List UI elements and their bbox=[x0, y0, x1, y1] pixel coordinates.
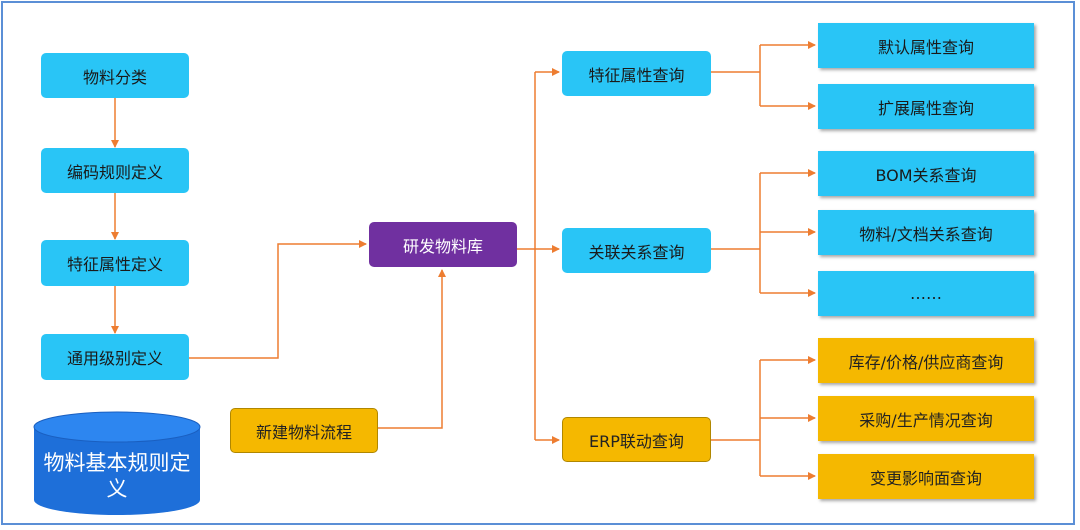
node-feature-attr-def: 特征属性定义 bbox=[41, 240, 189, 286]
node-default-attr-query: 默认属性查询 bbox=[818, 23, 1034, 68]
node-general-level-def: 通用级别定义 bbox=[41, 334, 189, 380]
arrow-level-to-center bbox=[189, 240, 367, 359]
node-ellipsis: …… bbox=[818, 271, 1034, 316]
node-purchase-production-query: 采购/生产情况查询 bbox=[818, 396, 1034, 441]
node-bom-relation-query: BOM关系查询 bbox=[818, 151, 1034, 196]
node-relation-query: 关联关系查询 bbox=[562, 228, 711, 273]
database-label: 物料基本规则定义 bbox=[43, 451, 191, 501]
arrow-flow-to-center bbox=[378, 269, 446, 429]
node-material-category: 物料分类 bbox=[41, 53, 189, 98]
node-extended-attr-query: 扩展属性查询 bbox=[818, 84, 1034, 129]
node-material-doc-relation-query: 物料/文档关系查询 bbox=[818, 210, 1034, 255]
node-feature-attr-query: 特征属性查询 bbox=[562, 51, 711, 96]
node-rd-material-library: 研发物料库 bbox=[369, 222, 517, 267]
node-erp-query: ERP联动查询 bbox=[562, 417, 711, 462]
database-cylinder-icon bbox=[33, 411, 201, 515]
node-coding-rules: 编码规则定义 bbox=[41, 148, 189, 193]
node-change-impact-query: 变更影响面查询 bbox=[818, 454, 1034, 499]
node-new-material-flow: 新建物料流程 bbox=[230, 408, 378, 453]
node-inventory-price-supplier-query: 库存/价格/供应商查询 bbox=[818, 338, 1034, 383]
